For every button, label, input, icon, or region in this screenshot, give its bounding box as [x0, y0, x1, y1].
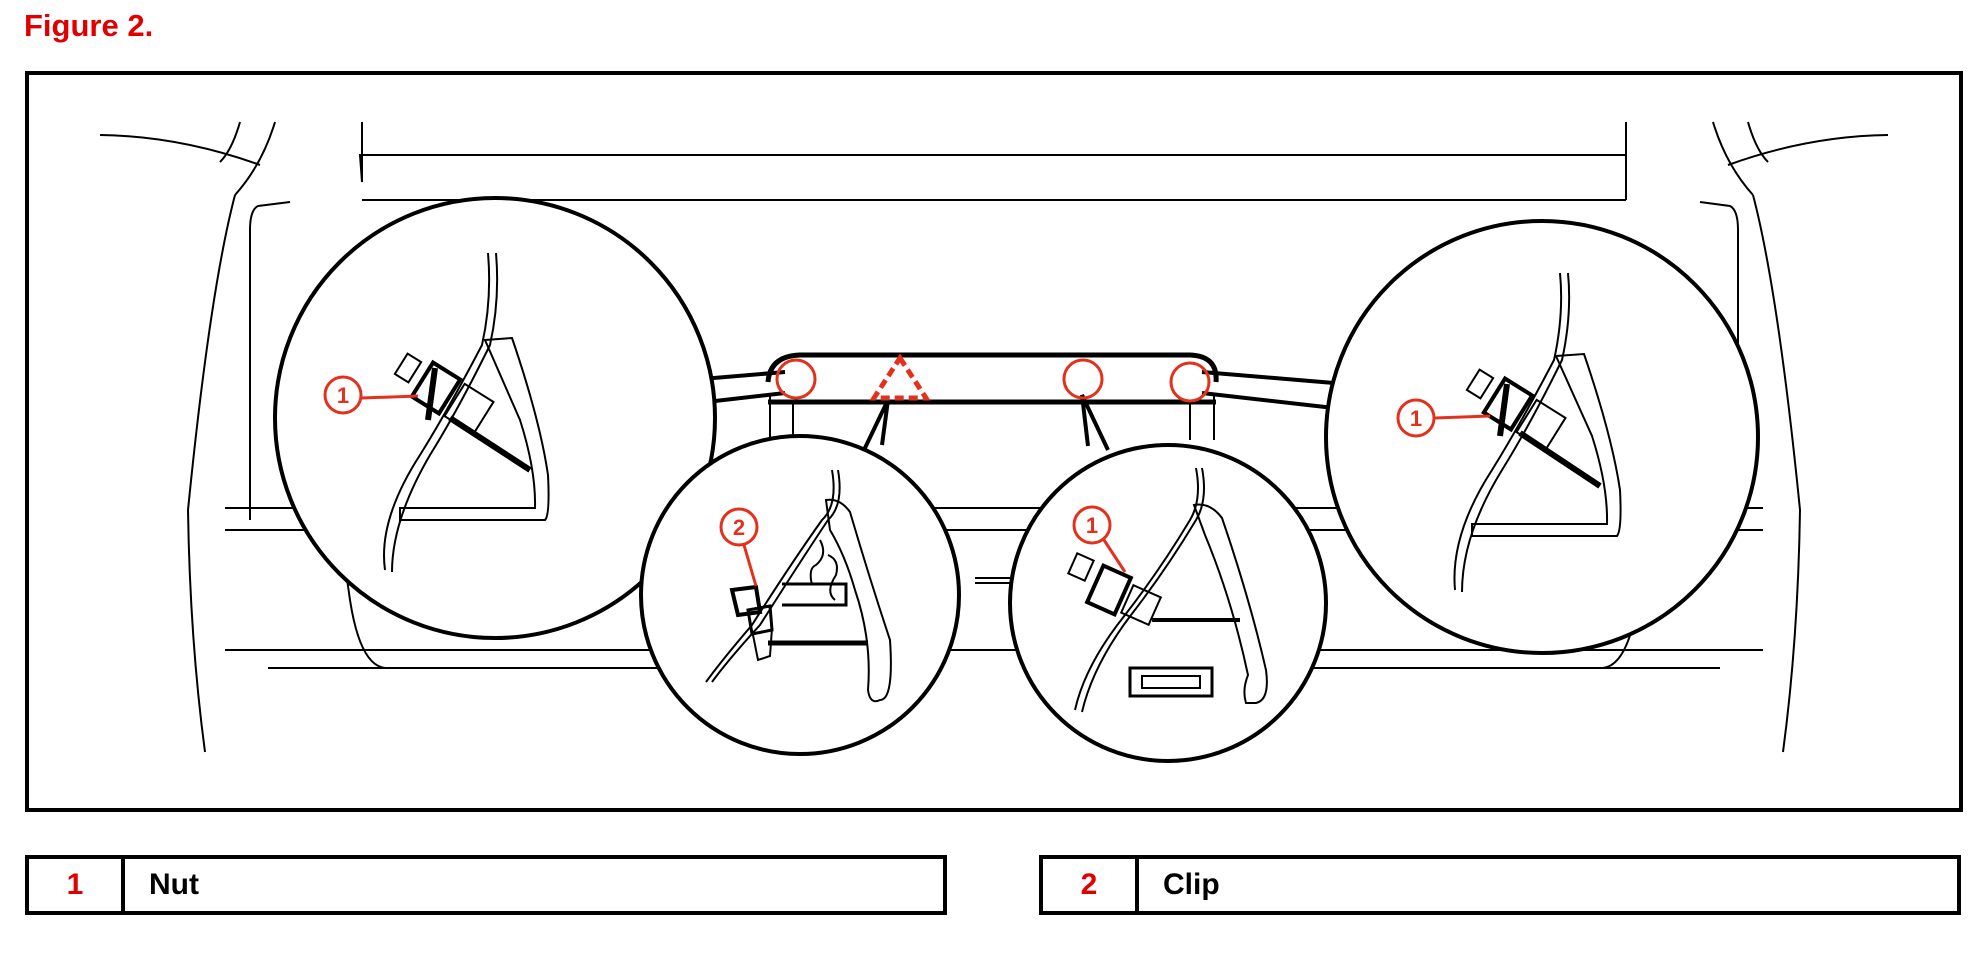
figure-title: Figure 2.: [24, 8, 154, 43]
nut-location-marker-center: [1062, 358, 1104, 400]
nut-callout-center: [1072, 505, 1127, 573]
diagram-frame: [25, 71, 1963, 812]
nut-callout-number-right: 1: [1410, 406, 1422, 431]
legend-number: 2: [1043, 859, 1139, 911]
detail-circle-right: 1: [1324, 219, 1760, 655]
legend-label: Clip: [1163, 868, 1220, 901]
detail-circle-center: 1: [1008, 443, 1328, 763]
nut-callout-number-center: 1: [1086, 513, 1098, 538]
nut-callout-left: [323, 375, 419, 415]
legend-label: Nut: [149, 868, 199, 901]
clip-callout-number: 2: [733, 515, 745, 540]
nut-location-marker-right: [1169, 361, 1211, 403]
nut-callout-right: [1396, 398, 1491, 438]
clip-callout: [719, 507, 759, 587]
legend-item-clip: 2 Clip: [1039, 855, 1961, 915]
nut-callout-number-left: 1: [337, 383, 349, 408]
nut-location-marker-left: [775, 358, 817, 400]
rear-bracket: [765, 352, 1219, 440]
clip-location-triangle: [869, 353, 931, 401]
location-markers: [775, 353, 1211, 403]
legend-number: 1: [29, 859, 125, 911]
legend-item-nut: 1 Nut: [25, 855, 947, 915]
leader-lines: [653, 370, 1335, 451]
detail-circle-left: 1: [273, 196, 717, 640]
detail-circle-clip: 2: [639, 434, 961, 756]
